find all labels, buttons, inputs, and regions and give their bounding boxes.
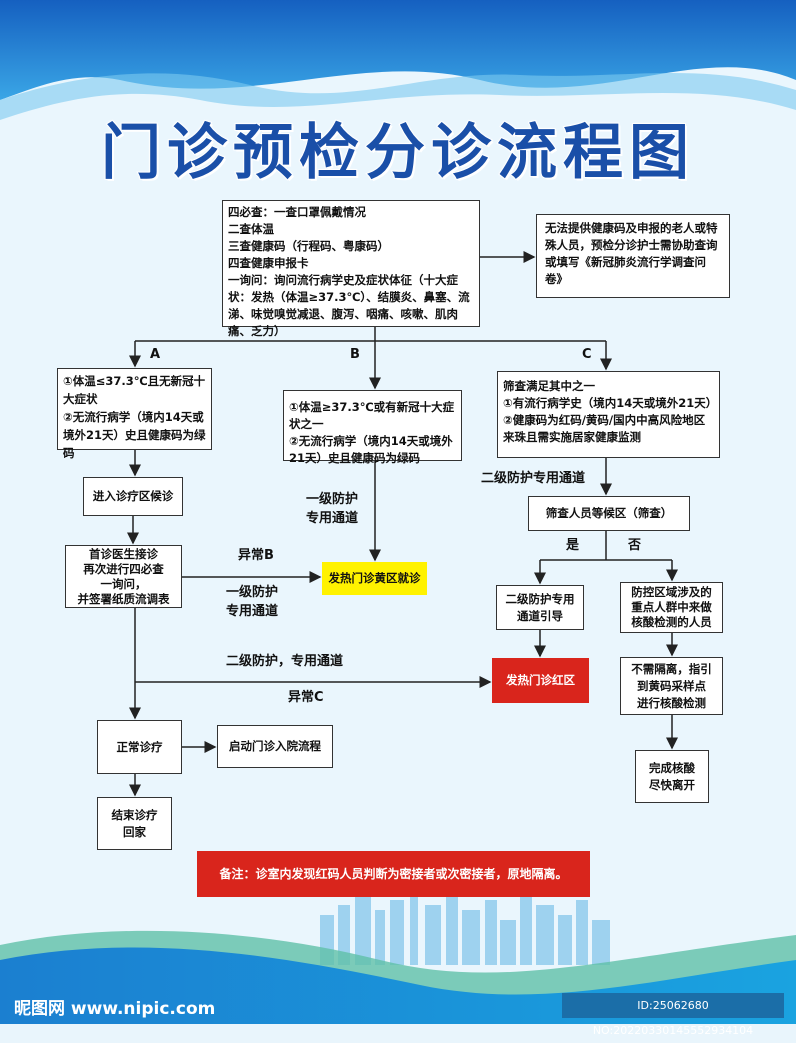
condition-c-2: ②健康码为红码/黄码/国内中高风险地区来珠且需实施居家健康监测 [503, 413, 706, 444]
box-line: 进行核酸检测 [637, 695, 706, 710]
level1-channel-doc-label: 一级防护专用通道 [226, 583, 278, 621]
check-mask: 四必查：一查口罩佩戴情况 [228, 205, 366, 219]
box-line: 二级防护专用 [505, 591, 575, 606]
enter-wait-box: 进入诊疗区候诊 [83, 477, 183, 516]
finish-test-box: 完成核酸尽快离开 [635, 750, 709, 803]
page-title: 门诊预检分诊流程图 [100, 117, 695, 189]
abnormal-b-label: 异常B [238, 548, 274, 563]
first-doctor-line: 首诊医生接诊 [89, 546, 158, 561]
initial-check-box: 四必查：一查口罩佩戴情况 二查体温 三查健康码（行程码、粤康码） 四查健康申报卡… [222, 200, 480, 338]
admission-box: 启动门诊入院流程 [217, 725, 333, 768]
yes-label: 是 [566, 538, 580, 553]
box-line: 通道引导 [517, 608, 563, 623]
branch-b-label: B [350, 347, 360, 362]
condition-c-box: 筛查满足其中之一 ①有流行病学史（境内14天或境外21天） ②健康码为红码/黄码/国… [497, 371, 720, 458]
label-line: 专用通道 [306, 511, 359, 526]
first-doctor-line: 再次进行四必查 [83, 561, 164, 576]
label-line: 专用通道 [226, 604, 279, 619]
box-line: 回家 [123, 824, 146, 839]
condition-c-1: ①有流行病学史（境内14天或境外21天） [503, 396, 718, 410]
control-area-box: 防控区域涉及的重点人群中来做核酸检测的人员 [620, 582, 723, 633]
end-home-box: 结束诊疗回家 [97, 797, 172, 850]
box-line: 完成核酸 [649, 760, 695, 775]
box-line: 到黄码采样点 [637, 678, 706, 693]
special-person-box: 无法提供健康码及申报的老人或特殊人员，预检分诊护士需协助查询或填写《新冠肺炎流行… [536, 214, 730, 298]
level2-channel-label: 二级防护，专用通道 [226, 654, 344, 669]
condition-a-box: ①体温≤37.3℃且无新冠十大症状 ②无流行病学（境内14天或境外21天）史且健康… [57, 368, 212, 460]
screen-wait-box: 筛查人员等候区（筛查） [528, 496, 690, 531]
box-line: 重点人群中来做 [631, 600, 712, 614]
condition-b-2: ②无流行病学（境内14天或境外21天）史且健康码为绿码 [289, 434, 453, 465]
first-doctor-box: 首诊医生接诊再次进行四必查一询问，并签署纸质流调表 [65, 545, 182, 608]
no-isolation-box: 不需隔离，指引到黄码采样点进行核酸检测 [620, 657, 723, 715]
box-line: 防控区域涉及的 [631, 585, 712, 599]
level2-guide-box: 二级防护专用通道引导 [496, 585, 584, 630]
check-temperature: 二查体温 [228, 222, 274, 236]
city-skyline-icon [320, 880, 610, 965]
yellow-zone-box: 发热门诊黄区就诊 [322, 562, 427, 595]
first-doctor-line: 并签署纸质流调表 [77, 591, 170, 606]
no-label: 否 [628, 538, 642, 553]
check-health-code: 三查健康码（行程码、粤康码） [228, 239, 389, 253]
box-line: 不需隔离，指引 [631, 661, 712, 676]
first-doctor-line: 一询问， [100, 576, 147, 591]
level2-channel-c-label: 二级防护专用通道 [481, 471, 586, 486]
branch-a-label: A [150, 347, 161, 362]
watermark: 昵图网 www.nipic.com [14, 999, 216, 1019]
inquiry: 一询问：询问流行病学史及症状体征（十大症状：发热（体温≥37.3℃）、结膜炎、鼻… [228, 273, 470, 338]
box-line: 结束诊疗 [111, 807, 158, 822]
box-line: 核酸检测的人员 [631, 615, 712, 629]
box-line: 尽快离开 [649, 777, 695, 792]
abnormal-c-label: 异常C [288, 690, 324, 705]
condition-b-1: ①体温≥37.3℃或有新冠十大症状之一 [289, 400, 455, 431]
normal-treat-box: 正常诊疗 [97, 720, 182, 774]
branch-c-label: C [582, 347, 592, 362]
red-zone-box: 发热门诊红区 [492, 658, 589, 703]
condition-a-2: ②无流行病学（境内14天或境外21天）史且健康码为绿码 [63, 410, 206, 460]
level1-channel-b-label: 一级防护专用通道 [306, 490, 358, 528]
label-line: 一级防护 [306, 492, 359, 507]
note-banner: 备注：诊室内发现红码人员判断为密接者或次密接者，原地隔离。 [197, 851, 590, 897]
label-line: 一级防护 [226, 585, 279, 600]
image-id: ID:25062680 NO:20220330145552934104 [562, 993, 784, 1037]
condition-c-title: 筛查满足其中之一 [503, 379, 595, 393]
condition-a-1: ①体温≤37.3℃且无新冠十大症状 [63, 374, 206, 406]
check-declaration: 四查健康申报卡 [228, 256, 309, 270]
